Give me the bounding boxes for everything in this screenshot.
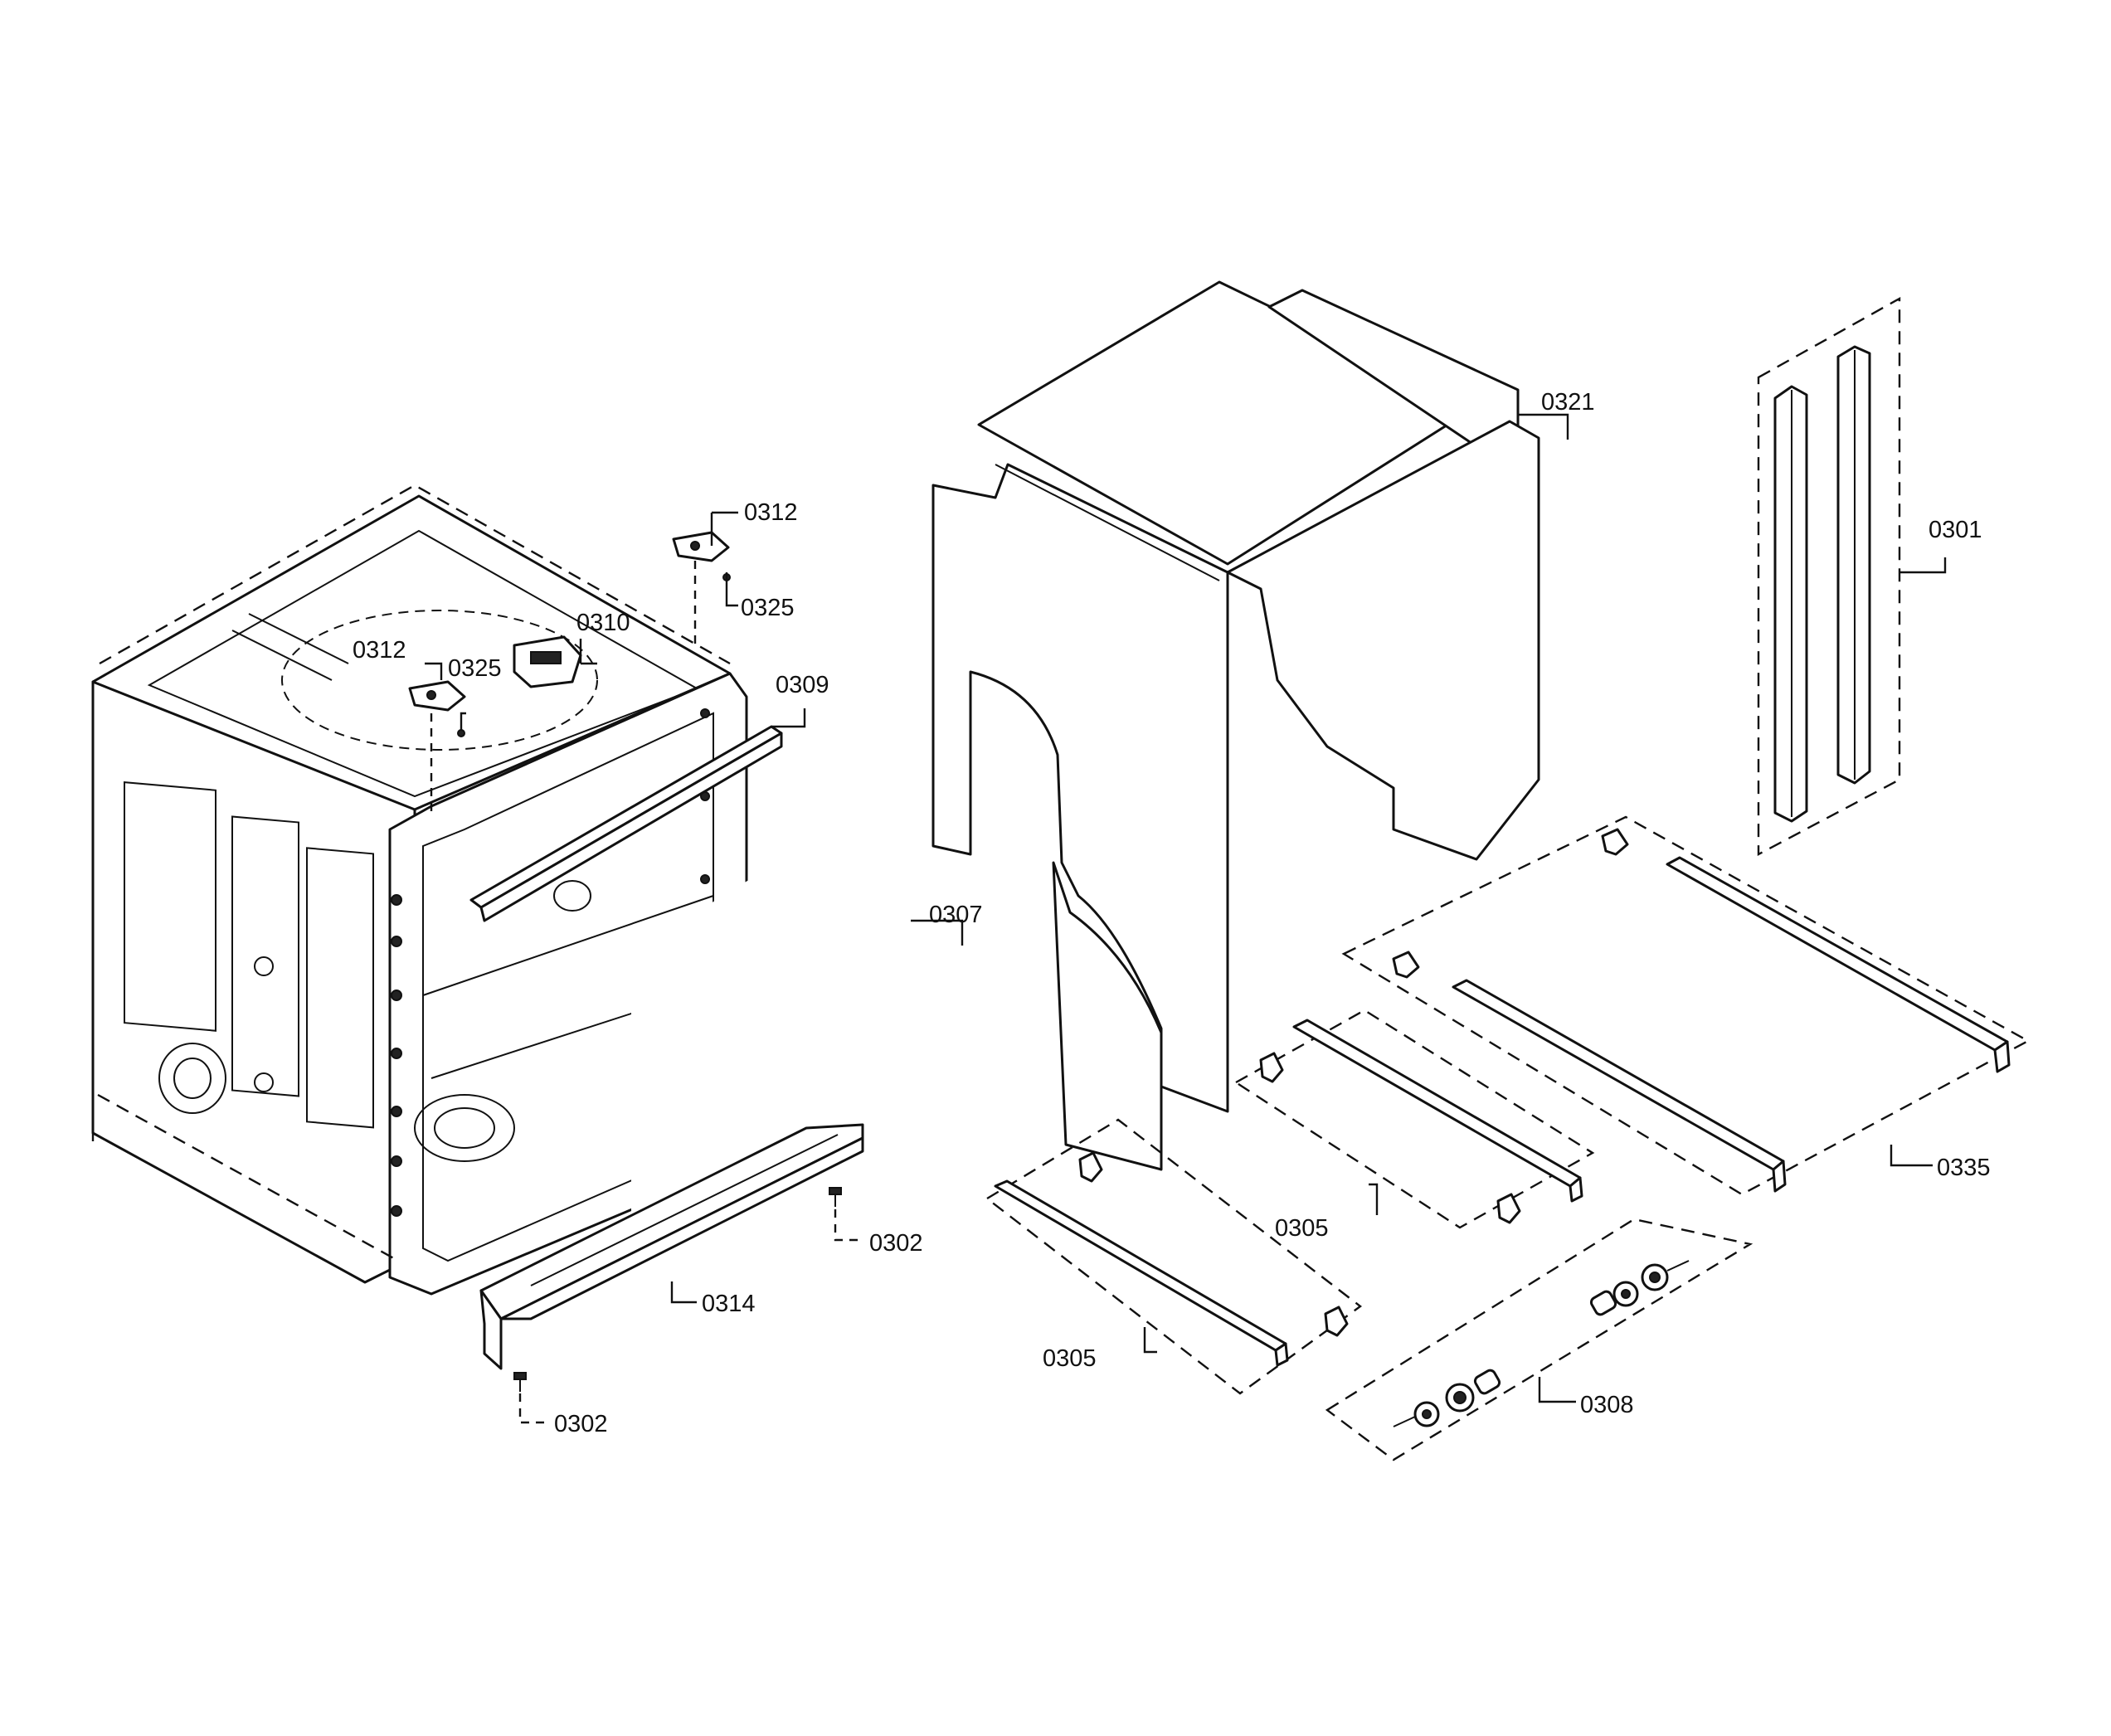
upper-rail-0309 — [469, 725, 783, 922]
callout-labels: 0312 0325 0310 0312 0325 0309 0307 0321 … — [353, 389, 1991, 1437]
hinge-bracket-0312-left — [408, 680, 466, 712]
callout-0301: 0301 — [1929, 517, 1982, 543]
callout-0325-lower: 0325 — [448, 655, 502, 682]
insulation-0321 — [931, 280, 1540, 1171]
wheel-kit-0308 — [1325, 1218, 1753, 1461]
callout-0308: 0308 — [1580, 1392, 1634, 1418]
rail-set-0305-upper — [1233, 1009, 1595, 1229]
callout-0321: 0321 — [1541, 389, 1595, 416]
callout-0335: 0335 — [1937, 1155, 1991, 1181]
screw-0302-lower — [513, 1372, 527, 1392]
callout-0302-lower: 0302 — [554, 1411, 608, 1437]
callout-0302-right: 0302 — [869, 1230, 923, 1257]
callout-0312-upper: 0312 — [744, 499, 798, 526]
callout-0310: 0310 — [576, 610, 630, 636]
screw-0302-right — [829, 1187, 842, 1207]
hinge-bracket-0312-right — [672, 531, 730, 562]
side-trims-0301 — [1757, 296, 1901, 856]
rail-set-0335 — [1341, 815, 2031, 1196]
rail-set-0305-lower — [985, 1118, 1363, 1395]
hinge-0310 — [513, 635, 582, 688]
callout-0314: 0314 — [702, 1291, 756, 1317]
tub-screw-holes — [391, 708, 710, 1217]
leader-lines — [425, 413, 1947, 1424]
callout-0312-lower: 0312 — [353, 637, 406, 664]
base-trim-0314 — [479, 1123, 864, 1370]
callout-0307: 0307 — [929, 902, 983, 928]
callout-0305-lower: 0305 — [1043, 1345, 1097, 1372]
callout-0305-upper: 0305 — [1275, 1215, 1329, 1242]
callout-0309: 0309 — [776, 672, 829, 698]
door-gasket-0307 — [631, 795, 908, 1294]
callout-0325-upper: 0325 — [741, 595, 795, 621]
